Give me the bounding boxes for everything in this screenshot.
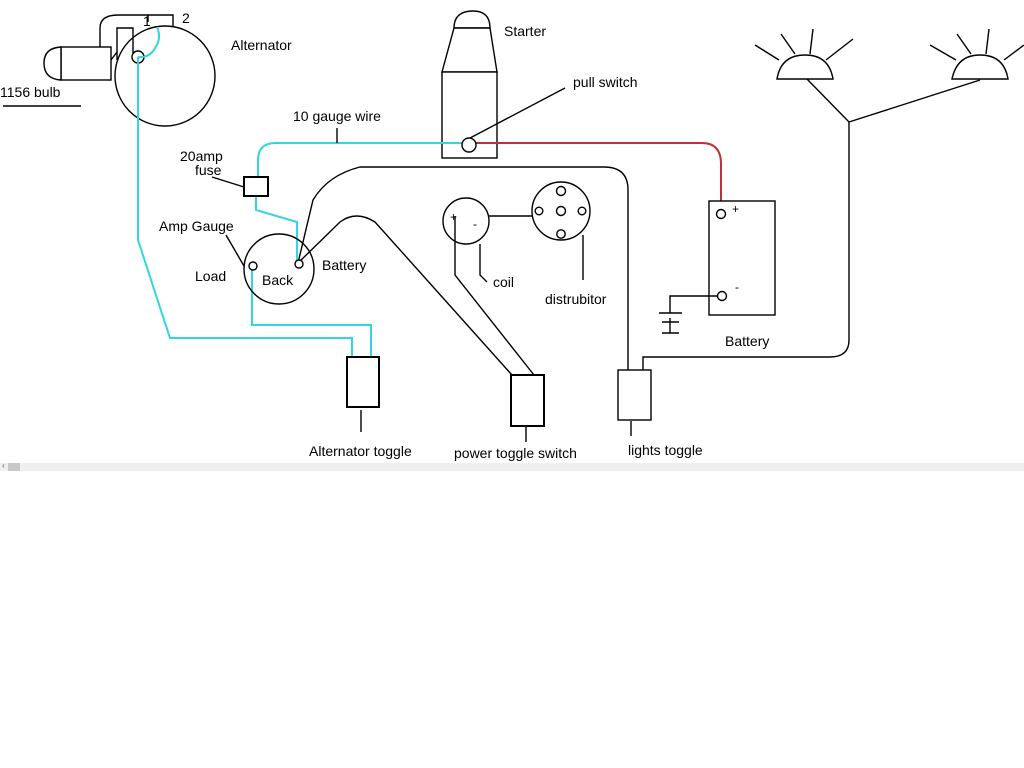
coil-minus-label: - [473, 217, 477, 231]
alternator-field-wire [137, 26, 161, 59]
coil-plus-label: + [450, 210, 457, 224]
terminal-1-label: 1 [143, 13, 151, 29]
alternator-bracket [116, 27, 134, 60]
power-toggle-switch: power toggle switch [454, 374, 577, 461]
bulb-1156: 1156 bulb [0, 46, 118, 107]
alternator-label: Alternator [231, 37, 292, 53]
amp-gauge: Amp Gauge Load Back Battery [159, 218, 366, 305]
amp-gauge-leader [225, 234, 245, 267]
distributor-post-top [555, 185, 567, 197]
light-ray [825, 38, 854, 61]
headlamp-right-dome [951, 54, 1009, 80]
gauge-to-lights-wire [297, 166, 629, 370]
pull-switch-label: pull switch [573, 74, 638, 90]
amp-gauge-label: Amp Gauge [159, 218, 234, 234]
scroll-left-arrow-icon[interactable]: ‹ [2, 461, 5, 470]
back-label: Back [262, 272, 294, 288]
battery-positive-terminal [715, 208, 727, 220]
starter-label: Starter [504, 23, 546, 39]
load-label: Load [195, 268, 226, 284]
alternator-toggle-body [346, 356, 380, 408]
power-toggle-body [510, 374, 545, 427]
coil-label: coil [493, 274, 514, 290]
fuse-label-line2: fuse [195, 162, 222, 178]
coil-leader [479, 244, 488, 283]
distributor-post-right [577, 206, 587, 216]
load-to-toggle-wire [251, 265, 372, 357]
alternator-body [114, 25, 216, 127]
headlamp-right [929, 28, 1024, 80]
scrollbar-thumb[interactable] [8, 463, 20, 471]
starter-to-battery-wire [468, 142, 722, 212]
distributor: distrubitor [531, 181, 607, 307]
battery: + - Battery [659, 200, 776, 349]
fuse-label-line1: 20amp [180, 148, 223, 164]
light-ray [956, 33, 972, 55]
pull-switch [461, 137, 477, 153]
alternator-to-toggle-wire [137, 57, 353, 357]
coil-to-power-toggle-wire [454, 216, 535, 376]
bulb-label: 1156 bulb [0, 84, 61, 100]
fuse-20amp: 20amp fuse [180, 148, 269, 197]
load-terminal [248, 261, 258, 271]
battery-terminal [294, 259, 304, 269]
distributor-post-center [555, 205, 567, 217]
light-ray [754, 44, 780, 61]
bulb-wire-to-terminal [99, 14, 148, 47]
pull-switch-leader [469, 87, 566, 139]
gauge-to-power-toggle-wire [297, 215, 513, 376]
ground-wire [669, 295, 717, 313]
battery-label: Battery [725, 333, 769, 349]
ground-icon [659, 312, 682, 334]
light-ray [1003, 44, 1024, 61]
lamp-feed-wires [805, 77, 981, 123]
starter: Starter [441, 10, 546, 159]
terminal-2-label: 2 [182, 10, 190, 26]
battery-negative-terminal [716, 290, 728, 302]
bulb-glass [43, 46, 62, 81]
power-toggle-label: power toggle switch [454, 445, 577, 461]
amp-gauge-body [243, 233, 315, 305]
fuse-body [243, 176, 269, 197]
coil-body [442, 197, 490, 245]
light-ray [929, 44, 957, 61]
lights-toggle: lights toggle [617, 369, 703, 458]
bulb-socket [60, 46, 112, 81]
lights-toggle-label: lights toggle [628, 442, 703, 458]
headlamp-left [754, 28, 854, 80]
distributor-label: distrubitor [545, 291, 607, 307]
alternator: 1 2 Alternator [99, 10, 292, 127]
light-ray [809, 28, 814, 55]
headlamp-left-dome [776, 54, 834, 80]
light-ray [985, 28, 990, 55]
lights-toggle-body [617, 369, 652, 421]
alternator-toggle: Alternator toggle [309, 356, 412, 459]
light-ray [780, 33, 796, 55]
ten-gauge-wire [257, 142, 468, 177]
starter-cap [453, 10, 491, 29]
alternator-terminal-block [147, 14, 174, 26]
battery-minus-label: - [735, 280, 739, 294]
battery-plus-label: + [732, 202, 739, 216]
gauge-battery-label: Battery [322, 257, 366, 273]
wiring-diagram: 1 2 Alternator 1156 bulb Starter pull sw… [0, 10, 1024, 461]
fuse-leader [211, 176, 245, 188]
fuse-to-gauge-wire [255, 195, 298, 262]
lamps-to-lights-toggle-wire [642, 122, 850, 370]
starter-taper [441, 27, 498, 73]
gauge-wire-label: 10 gauge wire [293, 108, 381, 124]
ignition-coil: + - coil [442, 197, 514, 290]
bulb-lead [110, 51, 118, 61]
horizontal-scrollbar[interactable]: ‹ [0, 461, 1024, 471]
alternator-toggle-label: Alternator toggle [309, 443, 412, 459]
distributor-post-left [534, 206, 544, 216]
distributor-post-bottom [556, 229, 566, 239]
